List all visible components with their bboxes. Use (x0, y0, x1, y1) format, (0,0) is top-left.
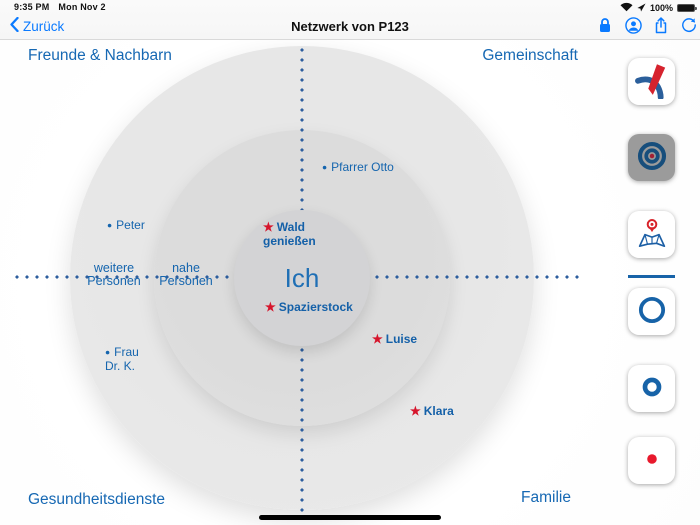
marker-label: Luise (385, 332, 418, 346)
record-dot-icon (633, 440, 671, 481)
dot-icon: ● (107, 220, 113, 230)
marker-label: Pfarrer Otto (331, 160, 394, 174)
location-arrow-icon (637, 2, 646, 14)
quadrant-label-family: Familie (521, 489, 571, 506)
marker-label: Frau Dr. K. (105, 345, 139, 373)
header-bar: 9:35 PM Mon Nov 2 100% Zurück Netzwerk v… (0, 0, 700, 40)
marker-label: Klara (423, 404, 454, 418)
tool-rings-target-button[interactable] (628, 134, 675, 181)
map-marker-star[interactable]: ★Luise (372, 332, 418, 347)
status-time: 9:35 PM (14, 2, 50, 12)
account-icon[interactable] (624, 16, 642, 34)
star-icon: ★ (263, 220, 274, 234)
marker-label: Wald genießen (263, 220, 316, 248)
tool-thick-ring-button[interactable] (628, 365, 675, 412)
map-marker-star[interactable]: ★Wald genießen (263, 220, 316, 248)
dot-icon: ● (105, 347, 111, 357)
battery-percent: 100% (649, 3, 673, 13)
battery-icon (677, 4, 697, 12)
back-chevron-icon (10, 16, 19, 35)
home-indicator (259, 515, 441, 520)
share-icon[interactable] (652, 16, 670, 34)
star-icon: ★ (410, 404, 421, 418)
toolbar (620, 40, 700, 525)
dot-icon: ● (322, 162, 328, 172)
map-marker-person[interactable]: ●Peter (107, 218, 145, 233)
tool-circle-outline-button[interactable] (628, 288, 675, 335)
quadrant-label-health: Gesundheitsdienste (28, 491, 166, 508)
map-marker-star[interactable]: ★Klara (410, 404, 454, 419)
back-label: Zurück (23, 18, 65, 34)
map-pin-icon (633, 214, 671, 255)
marker-label: Peter (116, 218, 145, 232)
sync-icon[interactable] (680, 16, 698, 34)
ring-center-ich: Ich (234, 210, 370, 346)
tool-app-logo-button[interactable] (628, 58, 675, 105)
marker-label: Spazierstock (278, 300, 353, 314)
network-map: Ich Freunde & Nachbarn Gemeinschaft Gesu… (0, 40, 700, 525)
toolbar-divider (628, 275, 675, 278)
wifi-icon (620, 2, 633, 14)
status-right: 100% (620, 2, 697, 14)
map-marker-person[interactable]: ●Frau Dr. K. (105, 345, 139, 373)
circle-outline-icon (633, 291, 671, 332)
page-title: Netzwerk von P123 (291, 19, 409, 34)
app-logo-icon (633, 61, 671, 102)
status-left: 9:35 PM Mon Nov 2 (14, 2, 106, 12)
thick-ring-icon (633, 368, 671, 409)
star-icon: ★ (372, 332, 383, 346)
markers-layer: ●Pfarrer Otto●Peter●Frau Dr. K.★Wald gen… (0, 40, 700, 525)
quadrant-label-community: Gemeinschaft (482, 47, 578, 64)
map-marker-star[interactable]: ★Spazierstock (265, 300, 353, 315)
tool-record-dot-button[interactable] (628, 437, 675, 484)
map-marker-person[interactable]: ●Pfarrer Otto (322, 160, 394, 175)
lock-icon[interactable] (596, 16, 614, 34)
ring-label: nahe Personen (159, 261, 213, 288)
quadrant-label-friends: Freunde & Nachbarn (28, 47, 172, 64)
star-icon: ★ (265, 300, 276, 314)
ring-label: weitere Personen (87, 261, 141, 288)
back-button[interactable]: Zurück (10, 16, 65, 35)
tool-map-location-button[interactable] (628, 211, 675, 258)
status-date: Mon Nov 2 (58, 2, 106, 12)
rings-target-icon (633, 137, 671, 178)
center-label: Ich (284, 262, 320, 293)
